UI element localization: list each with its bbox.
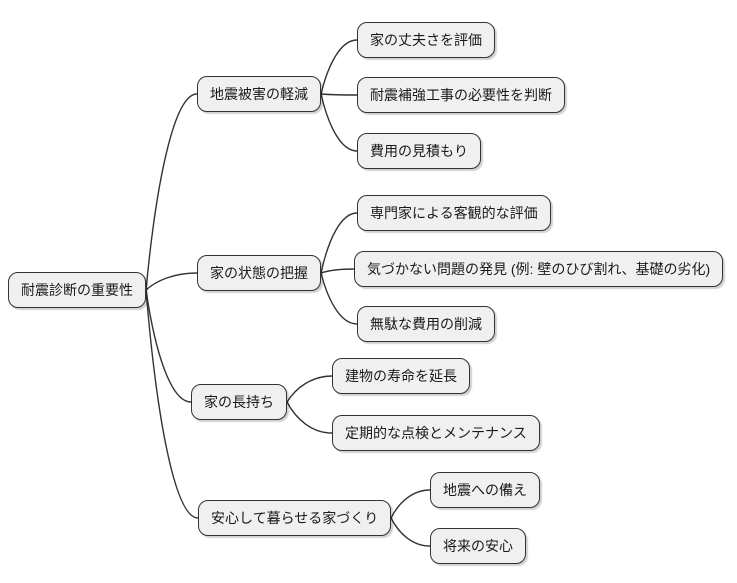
node-label: 専門家による客観的な評価 bbox=[370, 205, 538, 221]
node-label: 地震への備え bbox=[443, 482, 527, 498]
mindmap-leaf-node: 定期的な点検とメンテナンス bbox=[332, 415, 540, 451]
mindmap-edge bbox=[320, 272, 358, 325]
mindmap-leaf-node: 将来の安心 bbox=[430, 528, 526, 564]
mindmap-edge bbox=[390, 517, 431, 547]
mindmap-leaf-node: 建物の寿命を延長 bbox=[332, 358, 470, 394]
mindmap-leaf-node: 費用の見積もり bbox=[357, 133, 481, 169]
node-label: 家の長持ち bbox=[204, 394, 274, 410]
node-label: 定期的な点検とメンテナンス bbox=[345, 425, 527, 441]
mindmap-edge bbox=[320, 93, 358, 152]
mindmap-leaf-node: 専門家による客観的な評価 bbox=[357, 195, 551, 231]
mindmap-branch-node: 家の長持ち bbox=[191, 384, 287, 420]
mindmap-leaf-node: 気づかない問題の発見 (例: 壁のひび割れ、基礎の劣化) bbox=[354, 251, 724, 287]
node-label: 安心して暮らせる家づくり bbox=[211, 510, 379, 526]
node-label: 費用の見積もり bbox=[370, 143, 468, 159]
mindmap-edge bbox=[320, 212, 358, 274]
mindmap-leaf-node: 無駄な費用の削減 bbox=[357, 306, 495, 342]
mindmap-edge bbox=[286, 375, 333, 403]
mindmap-edge bbox=[390, 489, 431, 519]
mindmap-root-node: 耐震診断の重要性 bbox=[8, 272, 146, 308]
mindmap-branch-node: 安心して暮らせる家づくり bbox=[198, 500, 392, 536]
mindmap-branch-node: 家の状態の把握 bbox=[197, 255, 321, 291]
mindmap-edge bbox=[320, 93, 358, 96]
mindmap-edge bbox=[145, 93, 198, 291]
mindmap-edge bbox=[145, 289, 192, 403]
mindmap-leaf-node: 耐震補強工事の必要性を判断 bbox=[357, 77, 565, 113]
node-label: 建物の寿命を延長 bbox=[345, 368, 457, 384]
mindmap-edge bbox=[320, 39, 358, 95]
node-label: 地震被害の軽減 bbox=[210, 86, 308, 102]
node-label: 家の丈夫さを評価 bbox=[370, 32, 482, 48]
mindmap-leaf-node: 家の丈夫さを評価 bbox=[357, 22, 495, 58]
node-label: 気づかない問題の発見 (例: 壁のひび割れ、基礎の劣化) bbox=[367, 261, 711, 277]
mindmap-leaf-node: 地震への備え bbox=[430, 472, 540, 508]
mindmap-edge bbox=[145, 272, 198, 291]
mindmap-edge bbox=[320, 268, 355, 274]
mindmap-edge bbox=[286, 401, 333, 434]
mindmap-branch-node: 地震被害の軽減 bbox=[197, 76, 321, 112]
node-label: 耐震診断の重要性 bbox=[21, 282, 133, 298]
node-label: 将来の安心 bbox=[443, 538, 513, 554]
node-label: 耐震補強工事の必要性を判断 bbox=[370, 87, 552, 103]
node-label: 無駄な費用の削減 bbox=[370, 316, 482, 332]
node-label: 家の状態の把握 bbox=[210, 265, 308, 281]
